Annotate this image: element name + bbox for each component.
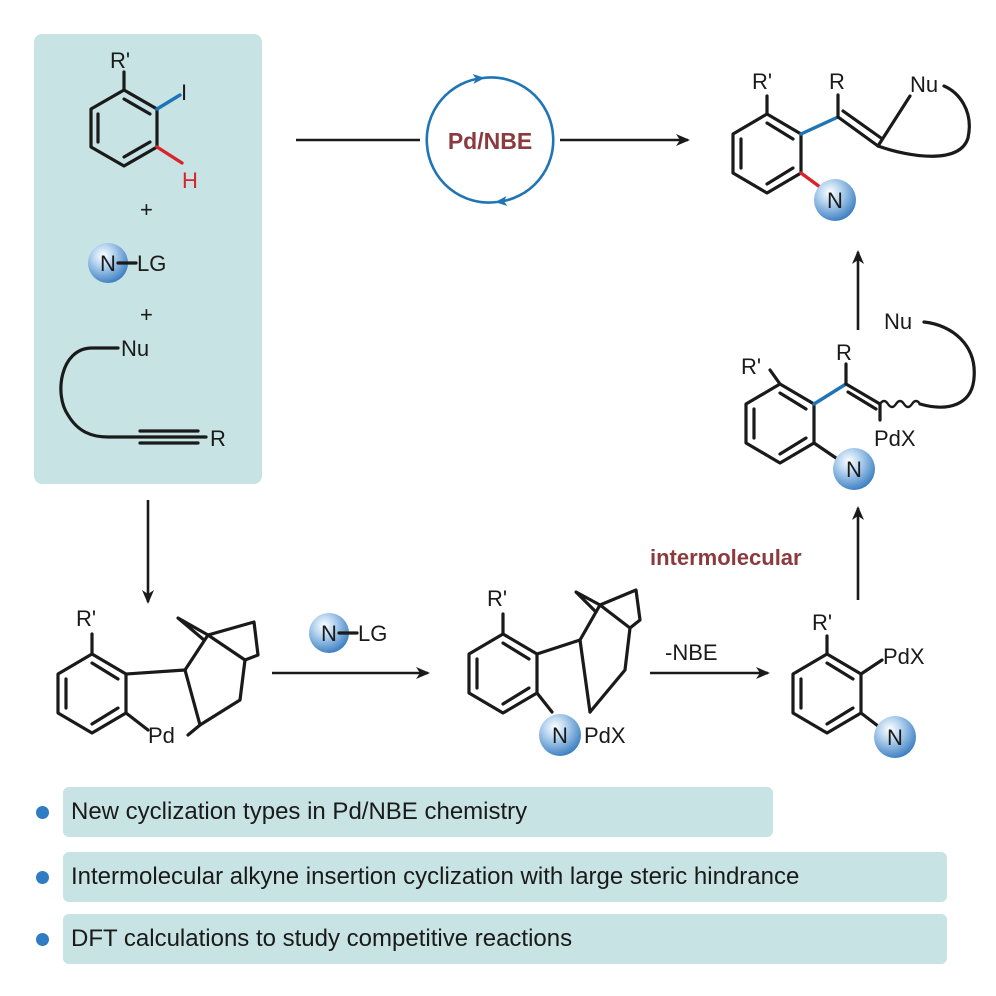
- tethered-alkyne-structure: Nu R: [59, 336, 226, 451]
- r-prime-label: R': [110, 48, 130, 73]
- bullet-dot: [36, 932, 49, 946]
- product-r-prime-label: R': [752, 69, 772, 94]
- bullet-text: Intermolecular alkyne insertion cyclizat…: [63, 852, 947, 902]
- nbe-amine-sphere: [539, 714, 581, 756]
- product-r-label: R: [829, 69, 845, 94]
- bullet-dot: [36, 870, 49, 884]
- intermediate-r-prime-label: R': [741, 354, 761, 379]
- bullet-item: DFT calculations to study competitive re…: [36, 914, 947, 964]
- nbe-n-label: N: [552, 723, 568, 748]
- intermediate-r-label: R: [836, 340, 852, 365]
- palladacycle-pd-label: Pd: [148, 723, 175, 748]
- amination-reagent-label: N LG: [309, 613, 387, 653]
- iodoarene-structure: R' I H: [89, 48, 198, 193]
- catalyst-label: Pd/NBE: [448, 128, 532, 154]
- alkyne-r-label: R: [210, 426, 226, 451]
- iodo-label: I: [181, 80, 187, 105]
- intermediate-n-label: N: [846, 457, 862, 482]
- nucleophile-label: Nu: [121, 336, 149, 361]
- product-n-label: N: [827, 188, 843, 213]
- nbe-r-prime-label: R': [487, 586, 507, 611]
- arrow-amine-sphere: [309, 613, 349, 653]
- leaving-group-label: LG: [137, 251, 166, 276]
- aryl-n-label: N: [887, 725, 903, 750]
- intermolecular-label: intermolecular: [650, 545, 802, 570]
- nbe-pdx-label: PdX: [584, 723, 626, 748]
- vinyl-palladium-intermediate: N R' R Nu PdX: [741, 309, 976, 490]
- electrophilic-amine-reagent: N LG: [88, 243, 166, 283]
- aryl-r-prime-label: R': [812, 610, 832, 635]
- product-amine-sphere: [814, 179, 856, 221]
- catalytic-cycle-icon: Pd/NBE: [425, 73, 555, 207]
- product-structure: N R' R Nu: [731, 69, 971, 221]
- aryl-norbornyl-palladacycle: R' Pd: [56, 606, 260, 748]
- minus-nbe-label: -NBE: [665, 640, 718, 665]
- amine-sphere: [88, 243, 128, 283]
- aryl-palladium-species: N R' PdX: [791, 610, 925, 758]
- hydrogen-label: H: [182, 168, 198, 193]
- aryl-pdx-label: PdX: [883, 644, 925, 669]
- plus-sign: +: [140, 197, 153, 222]
- intermediate-amine-sphere: [833, 448, 875, 490]
- aryl-amine-sphere: [874, 716, 916, 758]
- bullet-text: DFT calculations to study competitive re…: [63, 914, 947, 964]
- bullet-text: New cyclization types in Pd/NBE chemistr…: [63, 787, 773, 837]
- plus-sign: +: [140, 302, 153, 327]
- arrow-lg-label: LG: [358, 621, 387, 646]
- amine-n-label: N: [100, 251, 116, 276]
- product-nu-label: Nu: [910, 72, 938, 97]
- bullet-item: Intermolecular alkyne insertion cyclizat…: [36, 852, 947, 902]
- aminated-norbornyl-palladium: N R' PdX: [467, 586, 642, 756]
- intermediate-nu-label: Nu: [884, 309, 912, 334]
- bullet-dot: [36, 805, 49, 819]
- intermediate-pdx-label: PdX: [874, 426, 916, 451]
- palladacycle-r-prime-label: R': [76, 606, 96, 631]
- arrow-amine-n-label: N: [321, 621, 337, 646]
- bullet-item: New cyclization types in Pd/NBE chemistr…: [36, 787, 773, 837]
